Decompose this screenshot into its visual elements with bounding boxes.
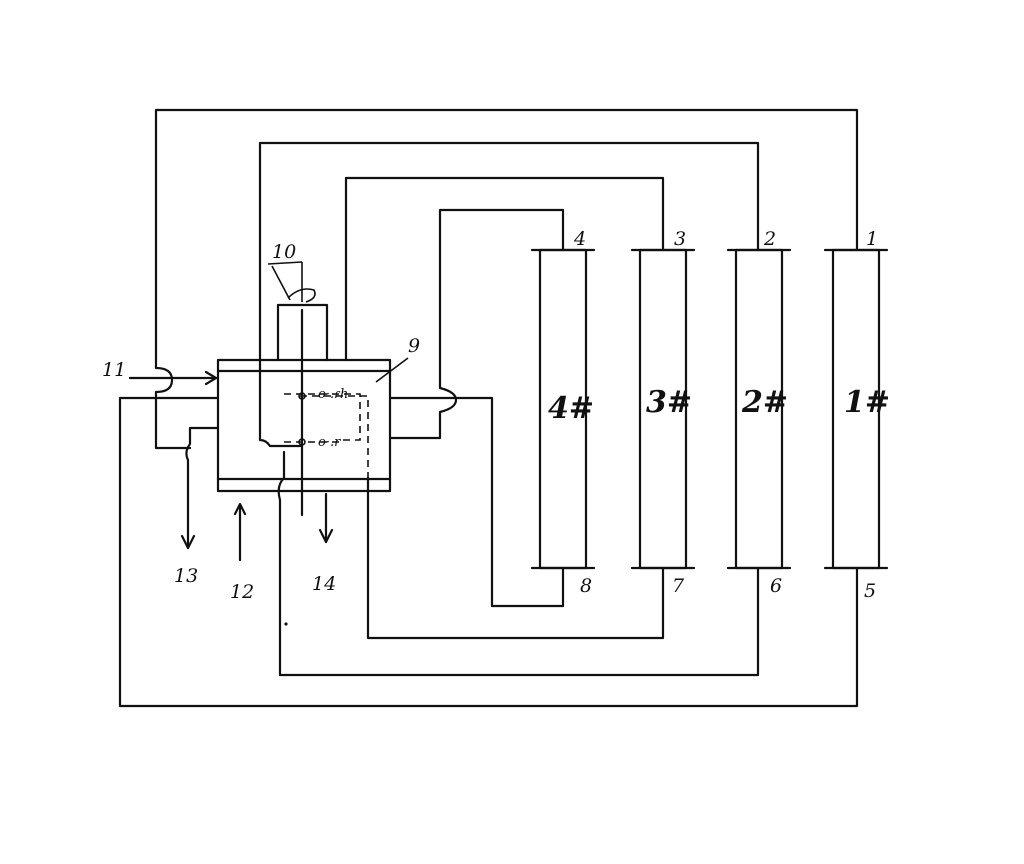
column-2-label: 2# — [741, 385, 788, 420]
rotor-housing — [276, 288, 329, 362]
port-label-6: 6 — [770, 575, 782, 597]
svg-text:o·.r: o·.r — [318, 435, 341, 450]
extract-out-label: 14 — [312, 573, 336, 595]
port-label-2: 2 — [763, 228, 776, 250]
svg-text:o·.ɾh: o·.ɾh — [318, 387, 348, 402]
rotary-valve: o·.ɾh o·.r — [216, 308, 392, 517]
extract-outlet-arrow — [318, 492, 334, 544]
eluent-in-label: 12 — [230, 581, 254, 603]
pipe-port-4 — [388, 208, 565, 440]
feed-in-label: 11 — [102, 359, 126, 381]
pipe-port-2 — [258, 141, 760, 448]
pipe-port-5 — [118, 396, 859, 708]
pipe-port-8 — [388, 396, 565, 608]
port-label-3: 3 — [674, 228, 686, 250]
feed-inlet-arrow — [128, 370, 218, 386]
rotor-label: 10 — [272, 241, 296, 263]
port-label-8: 8 — [580, 575, 592, 597]
pipe-port-7 — [366, 476, 665, 640]
port-label-5: 5 — [864, 580, 876, 602]
raffinate-outlet-arrow — [180, 426, 220, 550]
port-label-7: 7 — [672, 575, 685, 597]
pipe-port-3 — [344, 176, 665, 362]
column-4-label: 4# — [548, 391, 594, 426]
column-1-label: 1# — [844, 385, 890, 420]
port-label-1: 1 — [866, 228, 878, 250]
eluent-inlet-arrow — [233, 502, 247, 562]
column-3-label: 3# — [646, 385, 692, 420]
pipe-port-1 — [154, 108, 859, 450]
valve-label: 9 — [408, 335, 420, 357]
port-label-4: 4 — [573, 228, 586, 250]
raffinate-out-label: 13 — [174, 565, 198, 587]
